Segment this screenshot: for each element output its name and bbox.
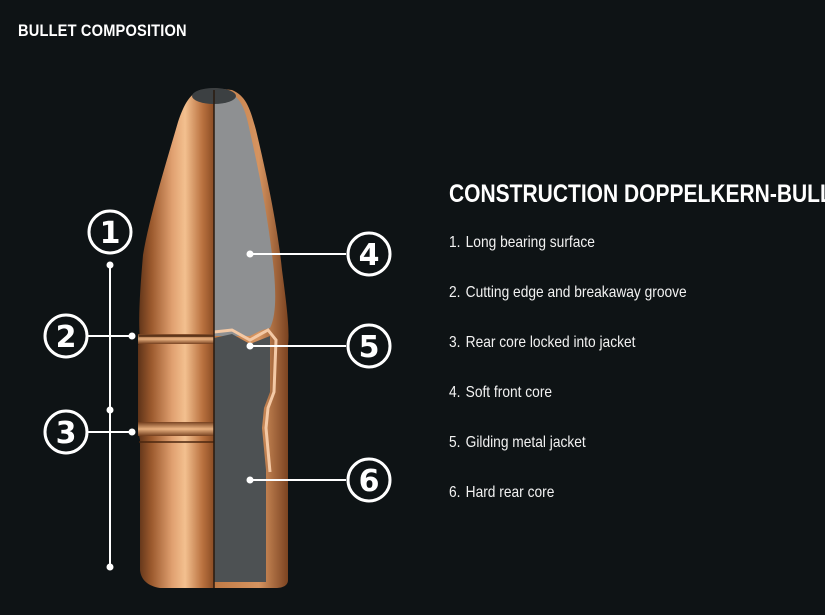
section-heading: CONSTRUCTION DOPPELKERN-BULLET: [449, 180, 825, 208]
legend-item-text: Soft front core: [465, 384, 553, 401]
legend-item-6: 6.Hard rear core: [449, 475, 767, 525]
legend-item-5: 5.Gilding metal jacket: [449, 425, 767, 475]
legend-item-text: Rear core locked into jacket: [465, 334, 636, 351]
soft-front-core: [214, 92, 276, 336]
legend-item-number: 1.: [449, 234, 461, 251]
legend-panel: CONSTRUCTION DOPPELKERN-BULLET 1.Long be…: [449, 180, 825, 525]
page-title: BULLET COMPOSITION: [18, 21, 187, 40]
callout-4-label: 4: [359, 238, 380, 273]
legend-list: 1.Long bearing surface 2.Cutting edge an…: [449, 225, 819, 525]
legend-item-1: 1.Long bearing surface: [449, 225, 767, 275]
legend-item-text: Cutting edge and breakaway groove: [465, 284, 687, 301]
legend-item-number: 6.: [449, 484, 461, 501]
left-bracket: [88, 264, 132, 567]
callout-2-label: 2: [56, 320, 77, 355]
callout-5: 5: [346, 323, 392, 369]
legend-item-number: 4.: [449, 384, 461, 401]
callout-2: 2: [43, 313, 89, 359]
callout-5-label: 5: [359, 330, 380, 365]
legend-item-number: 3.: [449, 334, 461, 351]
leader-dots: [246, 250, 254, 484]
callout-1: 1: [87, 209, 133, 255]
legend-item-3: 3.Rear core locked into jacket: [449, 325, 767, 375]
legend-item-text: Long bearing surface: [465, 234, 595, 251]
callout-6-label: 6: [359, 464, 380, 499]
jacket-partition: [213, 328, 278, 473]
bracket-dots: [106, 261, 136, 571]
legend-item-2: 2.Cutting edge and breakaway groove: [449, 275, 767, 325]
cutting-groove: [138, 334, 214, 344]
crimp-groove: [138, 422, 214, 436]
legend-item-4: 4.Soft front core: [449, 375, 767, 425]
callout-3: 3: [43, 409, 89, 455]
legend-item-text: Gilding metal jacket: [465, 434, 586, 451]
hard-rear-core: [214, 334, 270, 582]
callout-6: 6: [346, 457, 392, 503]
legend-item-number: 5.: [449, 434, 461, 451]
callout-4: 4: [346, 231, 392, 277]
callout-3-label: 3: [56, 416, 77, 451]
legend-item-number: 2.: [449, 284, 461, 301]
legend-item-text: Hard rear core: [465, 484, 555, 501]
right-leaders: [250, 253, 346, 481]
callout-1-label: 1: [100, 216, 121, 251]
